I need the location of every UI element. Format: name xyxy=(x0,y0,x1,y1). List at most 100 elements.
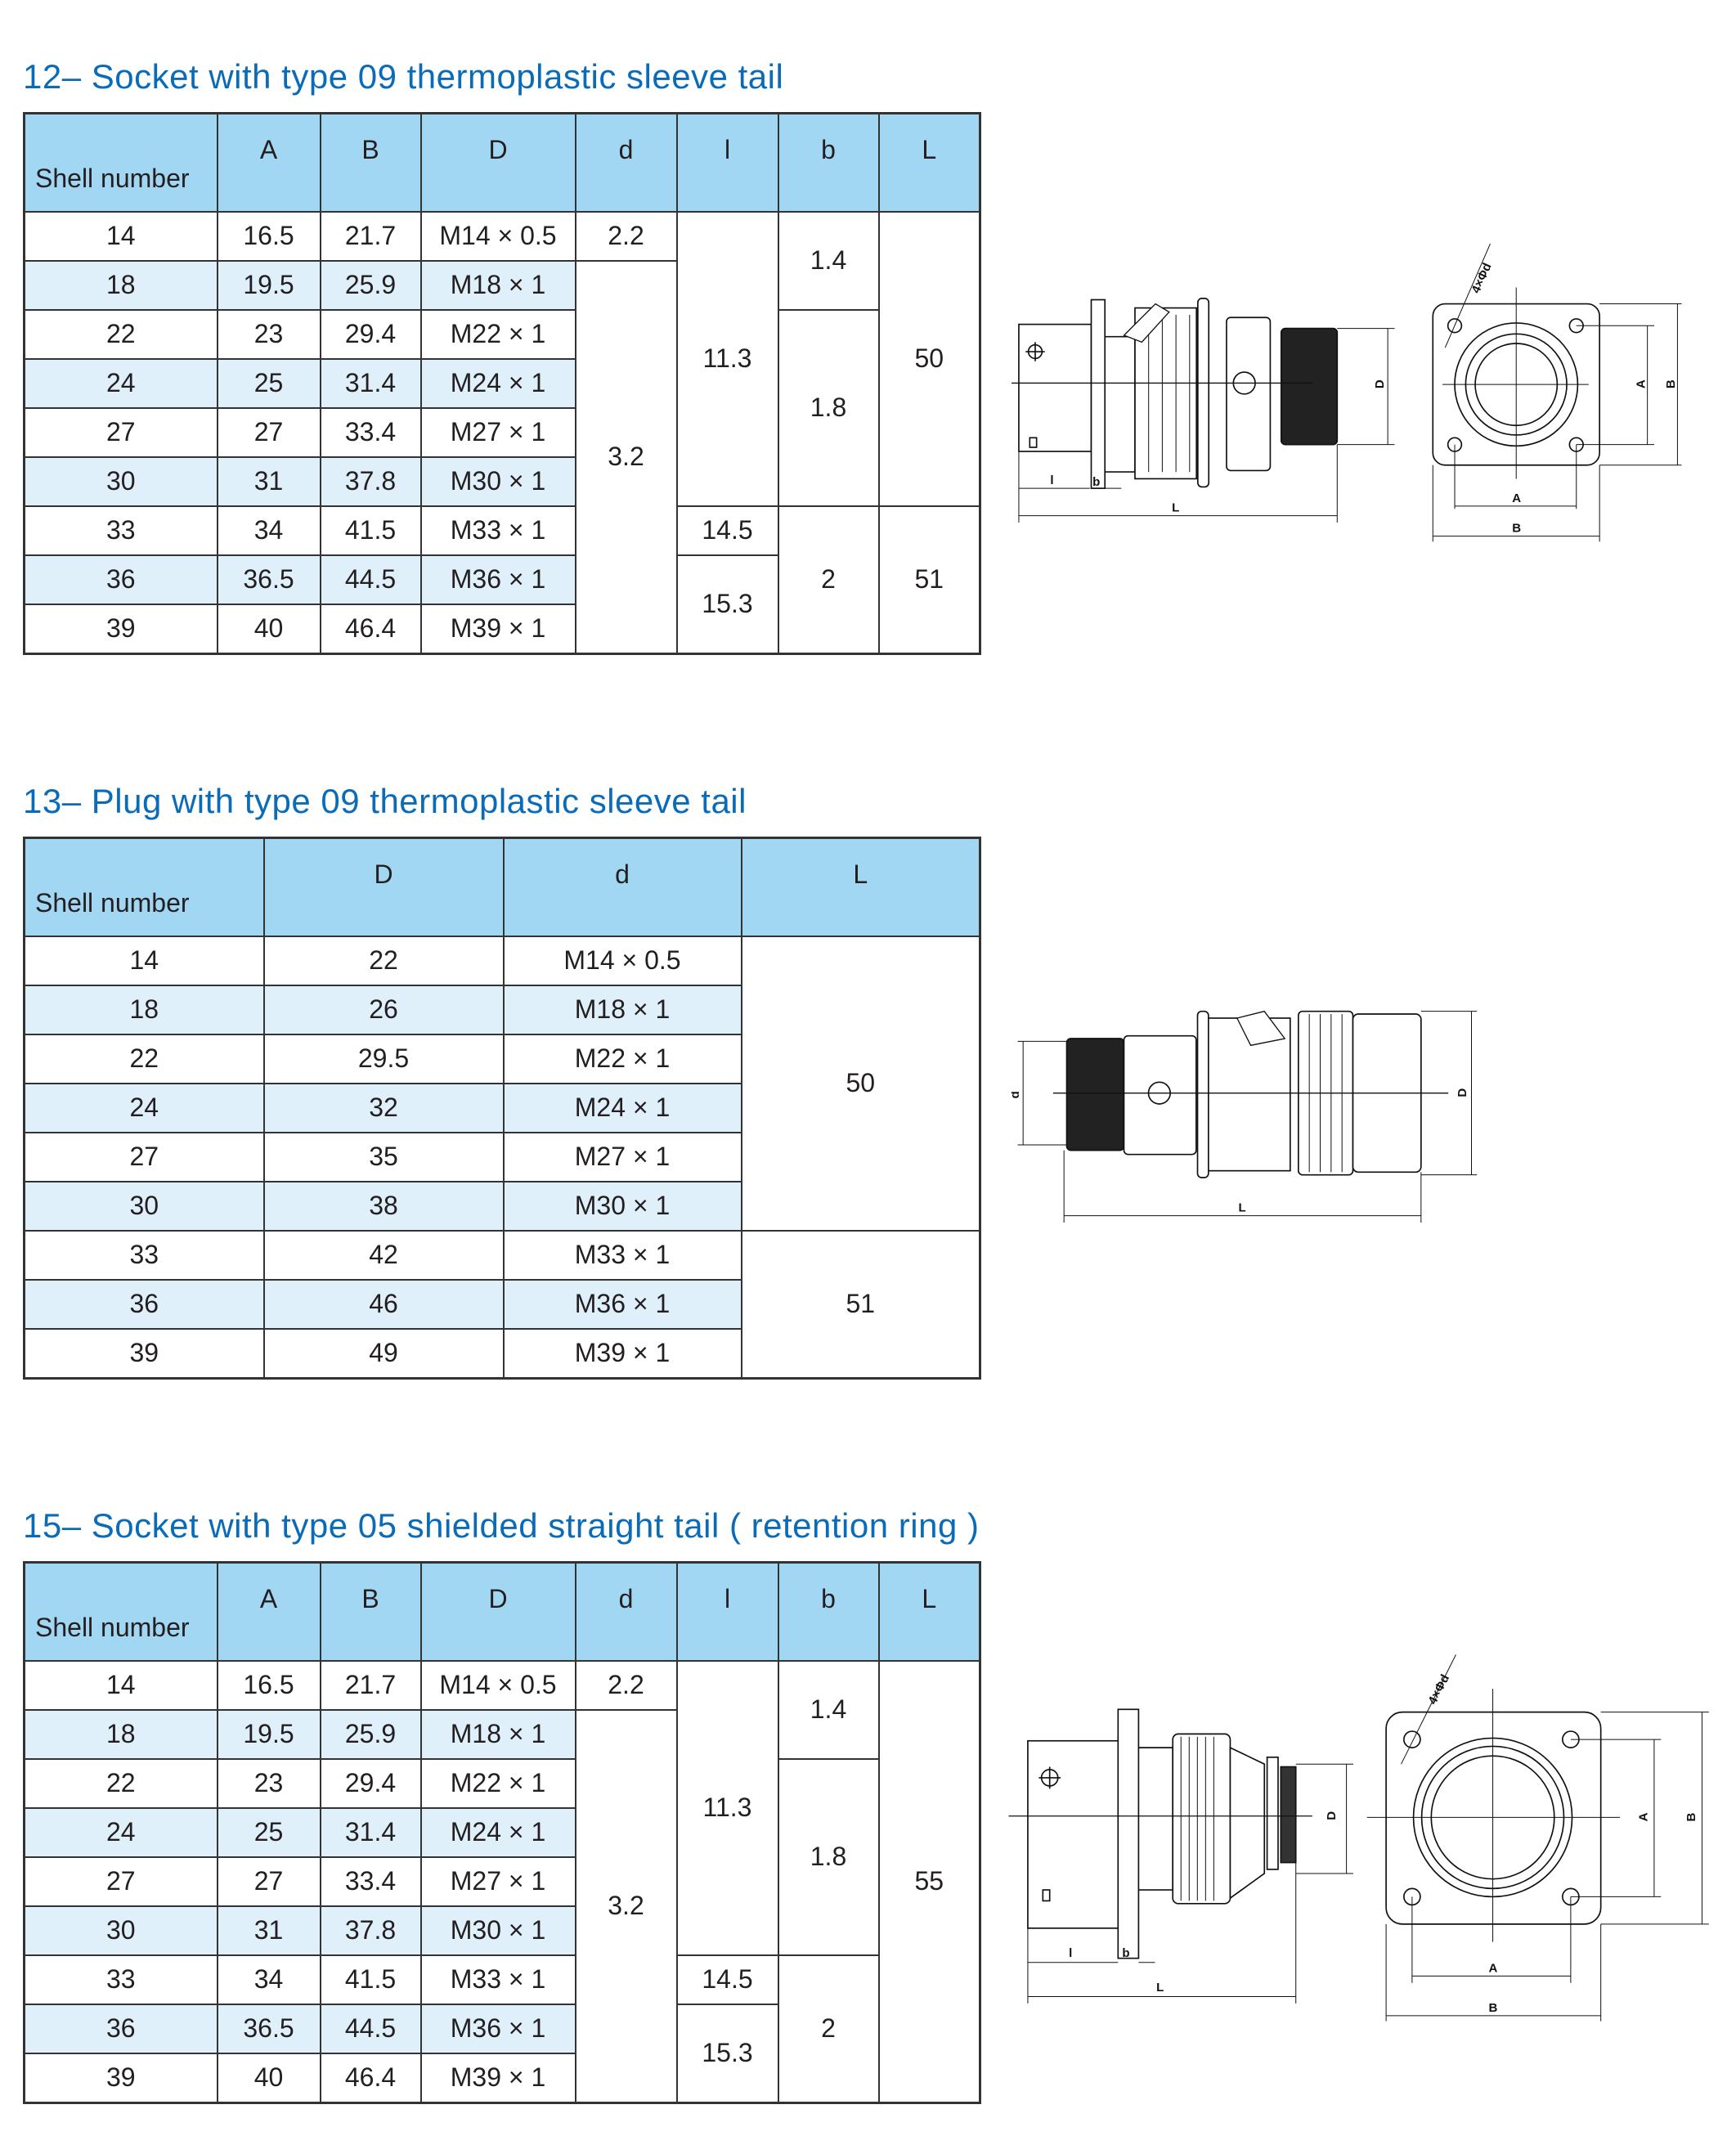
table-cell: 33.4 xyxy=(319,1856,422,1907)
table-cell: M22 × 1 xyxy=(419,1757,576,1809)
column-header: l xyxy=(675,1561,779,1662)
table-cell: M27 × 1 xyxy=(419,1856,576,1907)
table-cell: 21.7 xyxy=(319,1659,422,1711)
table-cell: 24 xyxy=(23,357,218,409)
side-view xyxy=(1012,298,1395,523)
section-title-15: 15– Socket with type 05 shielded straigh… xyxy=(23,1506,980,1545)
table-cell: 50 xyxy=(877,210,981,507)
table-cell: 14 xyxy=(23,210,218,262)
table-cell: 29.4 xyxy=(319,308,422,360)
label-B: B xyxy=(1512,522,1521,536)
table-cell: 14 xyxy=(23,935,265,986)
table-cell: 25 xyxy=(216,357,321,409)
table-cell: 37.8 xyxy=(319,455,422,507)
table-cell: 38 xyxy=(262,1180,505,1232)
label-d: d xyxy=(1012,1091,1022,1098)
table-cell: 31 xyxy=(216,455,321,507)
table-cell: 39 xyxy=(23,1327,265,1379)
column-header: l xyxy=(675,112,779,213)
table-cell: 29.5 xyxy=(262,1033,505,1084)
table-cell: 18 xyxy=(23,1708,218,1760)
table-cell: 33 xyxy=(23,1954,218,2005)
table-cell: 25.9 xyxy=(319,259,422,311)
table-cell: 27 xyxy=(23,1856,218,1907)
table-cell: 49 xyxy=(262,1327,505,1379)
column-header: Shell number xyxy=(23,837,265,937)
label-A-vertical: A xyxy=(1637,1812,1651,1821)
column-header: B xyxy=(319,112,422,213)
table-cell: 19.5 xyxy=(216,1708,321,1760)
table-cell: 15.3 xyxy=(675,2003,779,2103)
column-header: B xyxy=(319,1561,422,1662)
label-D: D xyxy=(1325,1811,1339,1820)
table-cell: 50 xyxy=(740,935,981,1232)
table-cell: 3.2 xyxy=(574,259,678,654)
section-title-13: 13– Plug with type 09 thermoplastic slee… xyxy=(23,782,747,820)
table-cell: 41.5 xyxy=(319,1954,422,2005)
table-cell: 31 xyxy=(216,1905,321,1956)
table-cell: 22 xyxy=(23,1033,265,1084)
table-cell: 27 xyxy=(216,1856,321,1907)
label-A-vertical: A xyxy=(1634,379,1648,388)
table-cell: M18 × 1 xyxy=(419,1708,576,1760)
table-cell: 32 xyxy=(262,1082,505,1133)
socket-15-drawing: D l b L A B A B 4×Φd xyxy=(1008,1654,1709,2022)
table-cell: M14 × 0.5 xyxy=(419,1659,576,1711)
column-header: d xyxy=(502,837,742,937)
table-cell: 36 xyxy=(23,2003,218,2054)
table-cell: 46.4 xyxy=(319,603,422,654)
label-B: B xyxy=(1489,2001,1498,2015)
table-cell: 11.3 xyxy=(675,1659,779,1956)
column-header: L xyxy=(877,112,981,213)
table-cell: M39 × 1 xyxy=(419,2052,576,2103)
table-cell: M22 × 1 xyxy=(502,1033,742,1084)
table-cell: M14 × 0.5 xyxy=(502,935,742,986)
table-cell: 18 xyxy=(23,259,218,311)
table-cell: 21.7 xyxy=(319,210,422,262)
table-cell: 34 xyxy=(216,505,321,556)
table-cell: 2.2 xyxy=(574,210,678,262)
label-B-vertical: B xyxy=(1684,1812,1698,1821)
table-cell: M39 × 1 xyxy=(502,1327,742,1379)
table-cell: 36.5 xyxy=(216,2003,321,2054)
table-cell: M24 × 1 xyxy=(419,1806,576,1858)
table-cell: 31.4 xyxy=(319,357,422,409)
column-header: b xyxy=(777,1561,880,1662)
table-cell: 1.8 xyxy=(777,1757,880,1956)
table-cell: M39 × 1 xyxy=(419,603,576,654)
table-cell: 1.4 xyxy=(777,1659,880,1760)
column-header: d xyxy=(574,112,678,213)
table-cell: 27 xyxy=(23,406,218,458)
table-cell: 44.5 xyxy=(319,2003,422,2054)
socket-12-drawing: D l b L A B A B 4×Φd xyxy=(1012,243,1682,542)
table-cell: 30 xyxy=(23,455,218,507)
plug-13-drawing: d D L xyxy=(1012,1010,1478,1223)
column-header: d xyxy=(574,1561,678,1662)
table-cell: 19.5 xyxy=(216,259,321,311)
table-cell: 51 xyxy=(877,505,981,654)
section-title-12: 12– Socket with type 09 thermoplastic sl… xyxy=(23,57,784,96)
table-cell: 24 xyxy=(23,1806,218,1858)
table-cell: M30 × 1 xyxy=(502,1180,742,1232)
